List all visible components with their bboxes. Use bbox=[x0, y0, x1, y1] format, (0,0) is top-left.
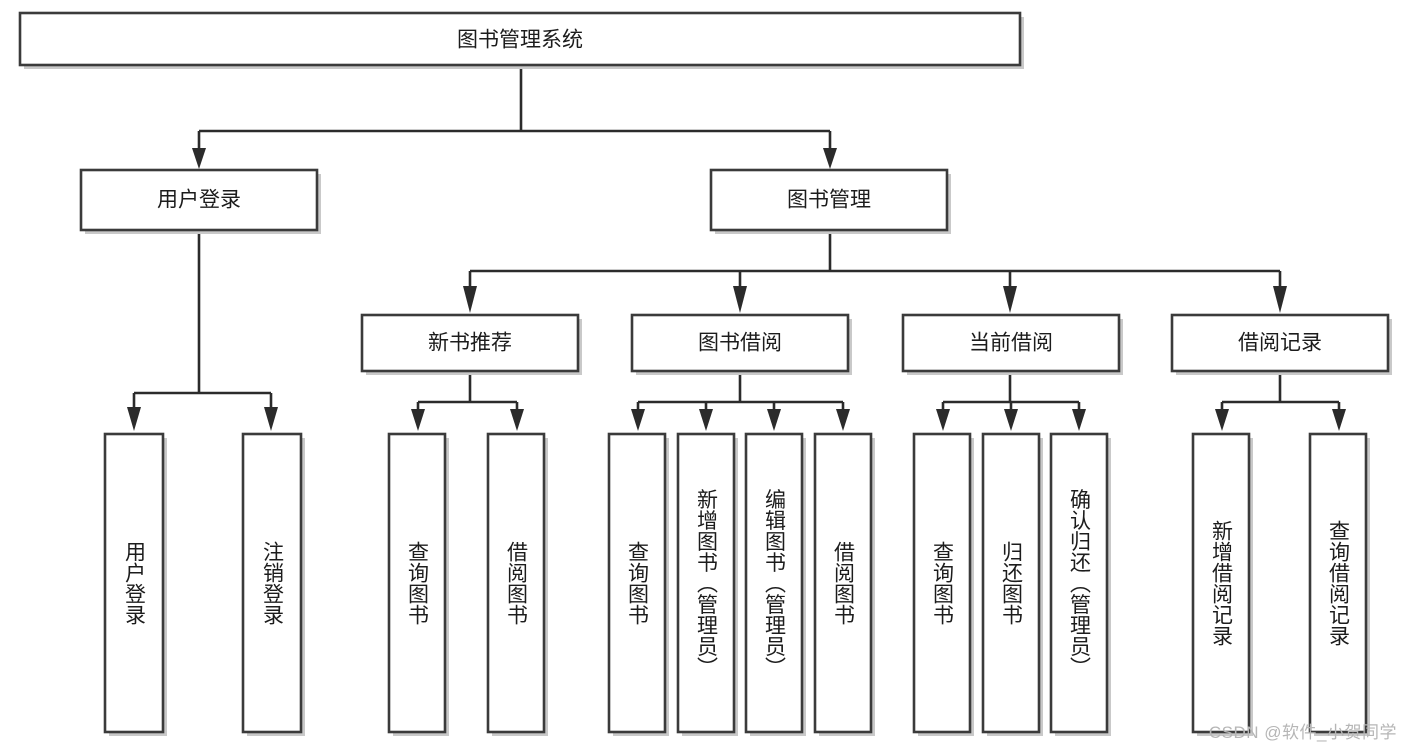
leaf-node[interactable]: 借阅图书 bbox=[486, 432, 548, 736]
node-book-borrow[interactable]: 图书借阅 bbox=[630, 313, 852, 375]
connector-group-root-to-level1 bbox=[192, 68, 837, 169]
connector-group-bookborrow-to-leaves bbox=[631, 375, 850, 431]
leaf-node[interactable]: 新增图书（管理员） bbox=[676, 432, 738, 736]
leaf-label-borrow-book-bb: 借阅图书 bbox=[832, 541, 856, 625]
connector-group-borrowrecord-to-leaves bbox=[1215, 375, 1346, 431]
leaf-label-add-book-admin: 新增图书（管理员） bbox=[695, 489, 719, 678]
leaf-node[interactable]: 归还图书 bbox=[981, 432, 1043, 736]
node-user-login-label: 用户登录 bbox=[157, 189, 241, 212]
node-borrow-record-label: 借阅记录 bbox=[1238, 332, 1322, 355]
leaf-label-query-book-nb: 查询图书 bbox=[406, 541, 430, 625]
leaf-label-user-login: 用户登录 bbox=[123, 541, 147, 625]
node-new-book-recommend[interactable]: 新书推荐 bbox=[360, 313, 582, 375]
leaf-node[interactable]: 查询图书 bbox=[607, 432, 669, 736]
leaf-node[interactable]: 用户登录 bbox=[103, 432, 167, 736]
leaf-label-borrow-book-nb: 借阅图书 bbox=[505, 541, 529, 625]
leaf-node[interactable]: 新增借阅记录 bbox=[1191, 432, 1253, 736]
leaf-node[interactable]: 借阅图书 bbox=[813, 432, 875, 736]
leaf-label-add-borrow-record: 新增借阅记录 bbox=[1210, 520, 1234, 646]
node-root[interactable]: 图书管理系统 bbox=[18, 11, 1024, 69]
leaf-label-confirm-return-admin: 确认归还（管理员） bbox=[1068, 489, 1092, 678]
node-book-management[interactable]: 图书管理 bbox=[709, 168, 951, 234]
leaf-label-return-book: 归还图书 bbox=[1000, 541, 1024, 625]
leaf-label-logout: 注销登录 bbox=[261, 541, 285, 625]
node-user-login[interactable]: 用户登录 bbox=[79, 168, 321, 234]
node-book-management-label: 图书管理 bbox=[787, 189, 871, 212]
leaf-node[interactable]: 编辑图书（管理员） bbox=[744, 432, 806, 736]
connector-group-newbook-to-leaves bbox=[411, 375, 524, 431]
node-root-label: 图书管理系统 bbox=[457, 29, 583, 52]
leaf-label-query-book-bb: 查询图书 bbox=[626, 541, 650, 625]
node-current-borrow-label: 当前借阅 bbox=[969, 332, 1053, 355]
leaf-node[interactable]: 注销登录 bbox=[241, 432, 305, 736]
connector-group-level1-user-to-leaves bbox=[127, 233, 278, 431]
leaf-node[interactable]: 查询借阅记录 bbox=[1308, 432, 1370, 736]
connector-group-level1-book-to-level2 bbox=[463, 233, 1287, 313]
connector-group-currentborrow-to-leaves bbox=[936, 375, 1086, 431]
leaf-label-query-borrow-record: 查询借阅记录 bbox=[1327, 520, 1351, 646]
leaf-node[interactable]: 确认归还（管理员） bbox=[1049, 432, 1111, 736]
leaf-label-query-book-cb: 查询图书 bbox=[931, 541, 955, 625]
leaf-node[interactable]: 查询图书 bbox=[387, 432, 449, 736]
leaf-label-edit-book-admin: 编辑图书（管理员） bbox=[763, 489, 787, 678]
node-current-borrow[interactable]: 当前借阅 bbox=[901, 313, 1123, 375]
leaf-node[interactable]: 查询图书 bbox=[912, 432, 974, 736]
node-new-book-recommend-label: 新书推荐 bbox=[428, 332, 512, 355]
node-book-borrow-label: 图书借阅 bbox=[698, 332, 782, 355]
node-borrow-record[interactable]: 借阅记录 bbox=[1170, 313, 1392, 375]
